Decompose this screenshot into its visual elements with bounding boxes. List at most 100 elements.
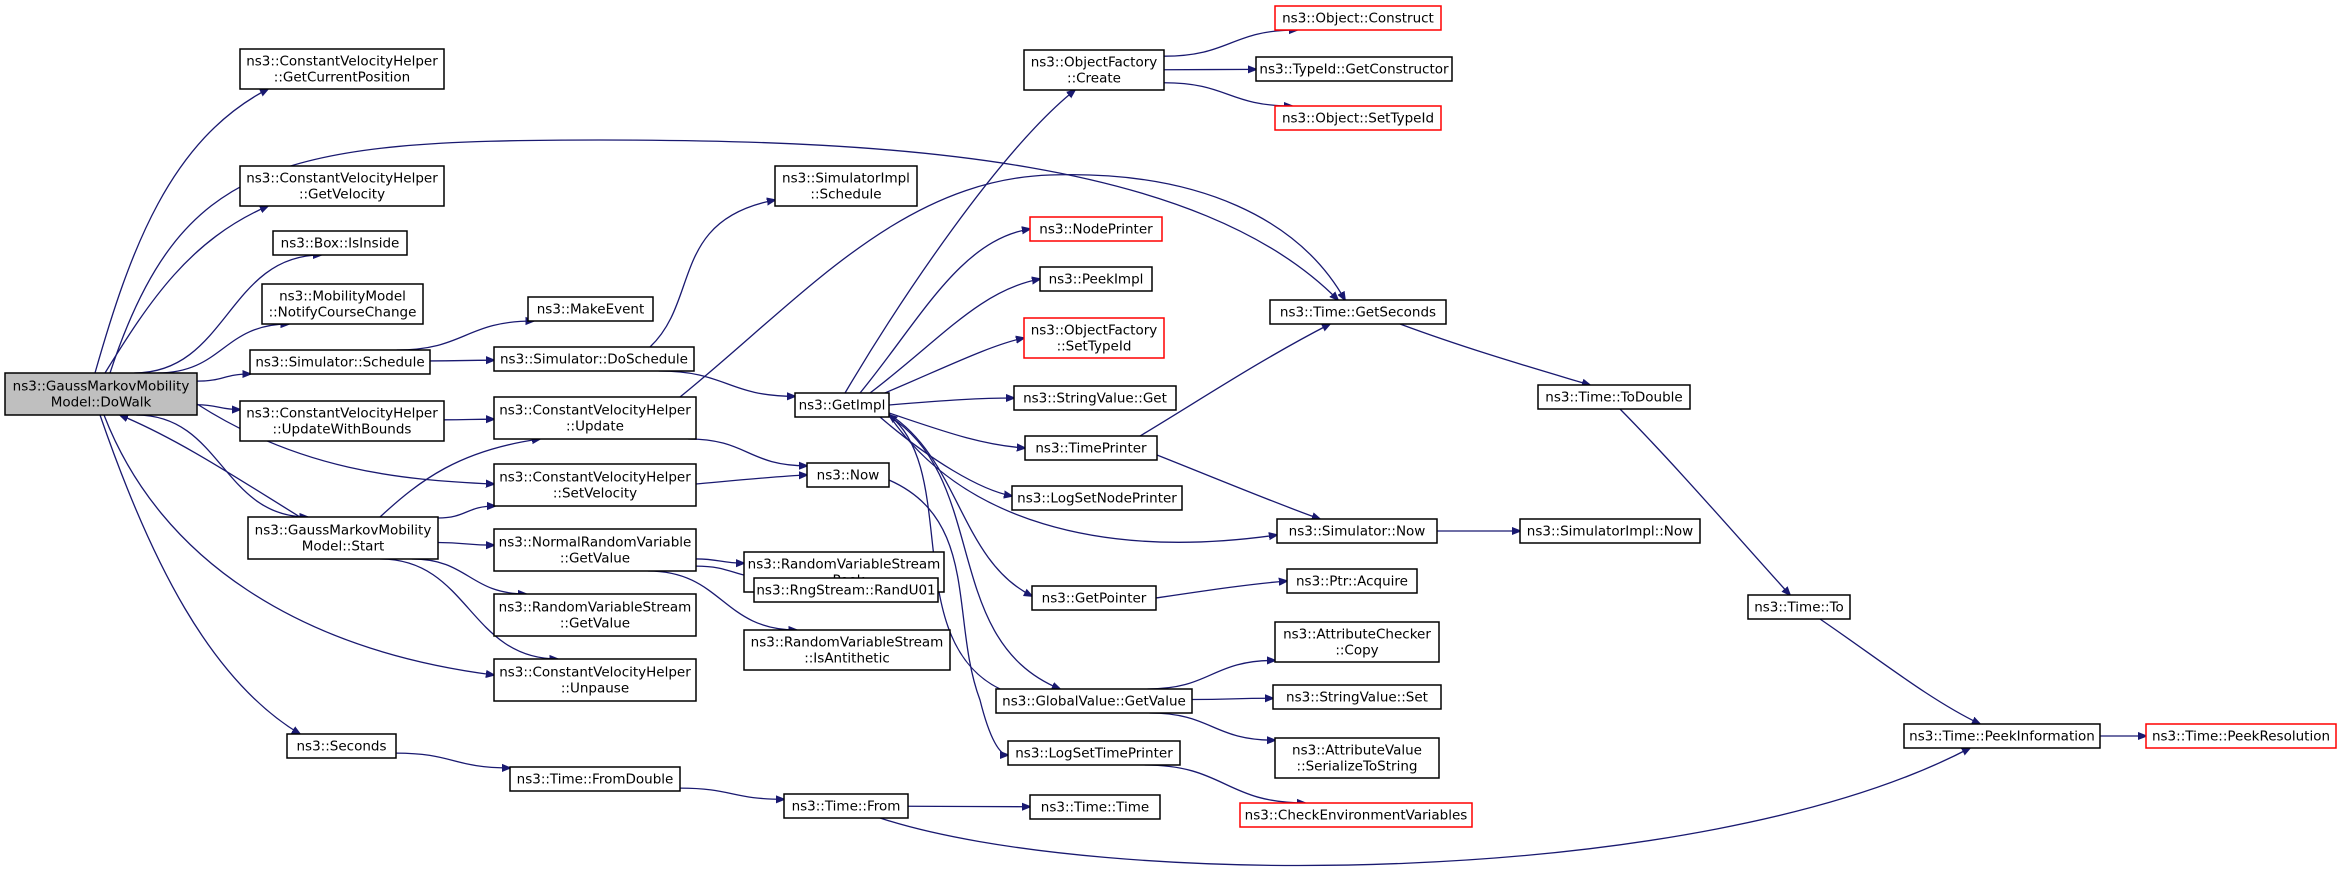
node-box xyxy=(1007,740,1181,766)
node-logsetnodeprinter[interactable]: ns3::LogSetNodePrinter xyxy=(1011,485,1183,511)
node-typeid-getctor[interactable]: ns3::TypeId::GetConstructor xyxy=(1255,56,1453,82)
node-sim-schedule[interactable]: ns3::Simulator::Schedule xyxy=(249,349,431,375)
node-rng-randu01[interactable]: ns3::RngStream::RandU01 xyxy=(753,577,939,603)
node-ptr-acquire[interactable]: ns3::Ptr::Acquire xyxy=(1286,568,1418,594)
node-obj-construct[interactable]: ns3::Object::Construct xyxy=(1274,5,1442,31)
node-label: ns3::RandomVariableStream xyxy=(748,557,941,573)
node-simimpl-now[interactable]: ns3::SimulatorImpl::Now xyxy=(1519,518,1701,544)
node-label: ns3::Time::GetSeconds xyxy=(1280,305,1436,321)
edge-cvh_updbounds-to-cvh_update xyxy=(443,419,494,420)
node-nodeprinter[interactable]: ns3::NodePrinter xyxy=(1029,216,1163,242)
node-box xyxy=(806,462,890,488)
node-gv-getvalue[interactable]: ns3::GlobalValue::GetValue xyxy=(995,688,1193,714)
node-label: ns3::Time::Time xyxy=(1041,800,1149,816)
node-label: ns3::GlobalValue::GetValue xyxy=(1002,694,1186,710)
node-time-peekinfo[interactable]: ns3::Time::PeekInformation xyxy=(1903,723,2101,749)
node-cvh-getvel[interactable]: ns3::ConstantVelocityHelper::GetVelocity xyxy=(239,165,445,207)
node-time-getseconds[interactable]: ns3::Time::GetSeconds xyxy=(1269,299,1447,325)
node-getimpl[interactable]: ns3::GetImpl xyxy=(794,392,890,418)
node-now[interactable]: ns3::Now xyxy=(806,462,890,488)
node-label: ns3::Seconds xyxy=(297,739,387,755)
node-ac-copy[interactable]: ns3::AttributeChecker::Copy xyxy=(1274,621,1440,663)
node-stringvalue-set[interactable]: ns3::StringValue::Set xyxy=(1272,684,1442,710)
node-time-peekres[interactable]: ns3::Time::PeekResolution xyxy=(2145,723,2337,749)
edge-time_todouble-to-time_to xyxy=(1619,408,1790,595)
node-time-from[interactable]: ns3::Time::From xyxy=(783,793,909,819)
node-label: ns3::LogSetTimePrinter xyxy=(1015,746,1173,762)
node-obj-settypeid[interactable]: ns3::Object::SetTypeId xyxy=(1274,105,1442,131)
edge-getimpl-to-stringvalue_get xyxy=(888,398,1014,406)
node-label: ns3::ConstantVelocityHelper xyxy=(499,470,691,486)
node-label: ns3::NormalRandomVariable xyxy=(499,535,692,551)
node-checkenv[interactable]: ns3::CheckEnvironmentVariables xyxy=(1239,802,1473,828)
node-box xyxy=(1274,5,1442,31)
edge-getimpl-to-of_settypeid xyxy=(879,338,1024,396)
node-seconds[interactable]: ns3::Seconds xyxy=(286,733,397,759)
node-time-to[interactable]: ns3::Time::To xyxy=(1747,594,1851,620)
node-label: ::Update xyxy=(566,419,624,435)
node-box xyxy=(509,766,681,792)
node-getpointer[interactable]: ns3::GetPointer xyxy=(1031,585,1157,611)
node-makeevent[interactable]: ns3::MakeEvent xyxy=(527,296,654,322)
edge-time_to-to-time_peekinfo xyxy=(1819,618,1980,724)
node-label: ::NotifyCourseChange xyxy=(269,305,417,321)
edge-sim_schedule-to-sim_doschedule xyxy=(429,360,494,361)
node-label: ::UpdateWithBounds xyxy=(273,422,412,438)
node-logsettimeprinter[interactable]: ns3::LogSetTimePrinter xyxy=(1007,740,1181,766)
node-box xyxy=(493,658,697,702)
node-label: ::Unpause xyxy=(561,681,629,697)
node-label: ns3::Time::PeekResolution xyxy=(2152,729,2330,745)
node-nrv-getvalue[interactable]: ns3::NormalRandomVariable::GetValue xyxy=(493,528,697,572)
node-of-settypeid[interactable]: ns3::ObjectFactory::SetTypeId xyxy=(1023,317,1165,359)
node-label: ns3::ObjectFactory xyxy=(1031,55,1158,71)
node-stringvalue-get[interactable]: ns3::StringValue::Get xyxy=(1013,385,1177,411)
node-label: ::GetVelocity xyxy=(299,187,385,203)
node-timeprinter[interactable]: ns3::TimePrinter xyxy=(1024,435,1158,461)
node-cvh-unpause[interactable]: ns3::ConstantVelocityHelper::Unpause xyxy=(493,658,697,702)
node-cvh-setvel[interactable]: ns3::ConstantVelocityHelper::SetVelocity xyxy=(493,463,697,507)
node-cvh-update[interactable]: ns3::ConstantVelocityHelper::Update xyxy=(493,396,697,440)
edge-gmm_start-to-cvh_setvel xyxy=(437,506,495,519)
node-sim-now[interactable]: ns3::Simulator::Now xyxy=(1276,518,1438,544)
node-label: ns3::StringValue::Set xyxy=(1286,690,1428,706)
edge-getimpl-to-peekimpl xyxy=(869,279,1040,394)
node-of-create[interactable]: ns3::ObjectFactory::Create xyxy=(1023,49,1165,91)
edge-dowalk-to-gmm_start xyxy=(136,414,307,517)
edge-sim_doschedule-to-simimpl_schedule xyxy=(649,200,775,348)
node-label: ::GetValue xyxy=(560,616,630,632)
node-label: ns3::ObjectFactory xyxy=(1031,323,1158,339)
node-box xyxy=(1286,568,1418,594)
node-box xyxy=(1903,723,2101,749)
node-box xyxy=(493,593,697,637)
edge-getpointer-to-ptr_acquire xyxy=(1155,581,1287,599)
node-label: ns3::ConstantVelocityHelper xyxy=(246,171,438,187)
node-box-isinside[interactable]: ns3::Box::IsInside xyxy=(272,230,408,256)
node-time-time[interactable]: ns3::Time::Time xyxy=(1029,794,1161,820)
node-box xyxy=(493,396,697,440)
node-av-serialize[interactable]: ns3::AttributeValue::SerializeToString xyxy=(1274,737,1440,779)
node-simimpl-schedule[interactable]: ns3::SimulatorImpl::Schedule xyxy=(774,165,918,207)
node-time-fromdouble[interactable]: ns3::Time::FromDouble xyxy=(509,766,681,792)
node-label: ns3::LogSetNodePrinter xyxy=(1017,491,1177,507)
node-rvs-getvalue[interactable]: ns3::RandomVariableStream::GetValue xyxy=(493,593,697,637)
edge-getimpl-to-timeprinter xyxy=(888,412,1025,448)
node-box xyxy=(774,165,918,207)
node-sim-doschedule[interactable]: ns3::Simulator::DoSchedule xyxy=(493,346,695,372)
node-cvh-getpos[interactable]: ns3::ConstantVelocityHelper::GetCurrentP… xyxy=(239,48,445,90)
node-box xyxy=(493,528,697,572)
node-mm-notify[interactable]: ns3::MobilityModel::NotifyCourseChange xyxy=(261,283,424,325)
node-box xyxy=(286,733,397,759)
node-time-todouble[interactable]: ns3::Time::ToDouble xyxy=(1537,384,1691,410)
edge-time_fromdouble-to-time_from xyxy=(679,787,784,799)
node-rvs-isanti[interactable]: ns3::RandomVariableStream::IsAntithetic xyxy=(743,629,951,671)
node-peekimpl[interactable]: ns3::PeekImpl xyxy=(1039,266,1153,292)
node-cvh-updbounds[interactable]: ns3::ConstantVelocityHelper::UpdateWithB… xyxy=(239,400,445,442)
node-box xyxy=(1274,737,1440,779)
edge-now-to-logsettimeprinter xyxy=(888,479,1008,755)
edges-layer xyxy=(94,30,2146,867)
edge-cvh_setvel-to-now xyxy=(695,475,807,485)
edge-timeprinter-to-time_getseconds xyxy=(1139,324,1330,437)
node-box xyxy=(239,400,445,442)
